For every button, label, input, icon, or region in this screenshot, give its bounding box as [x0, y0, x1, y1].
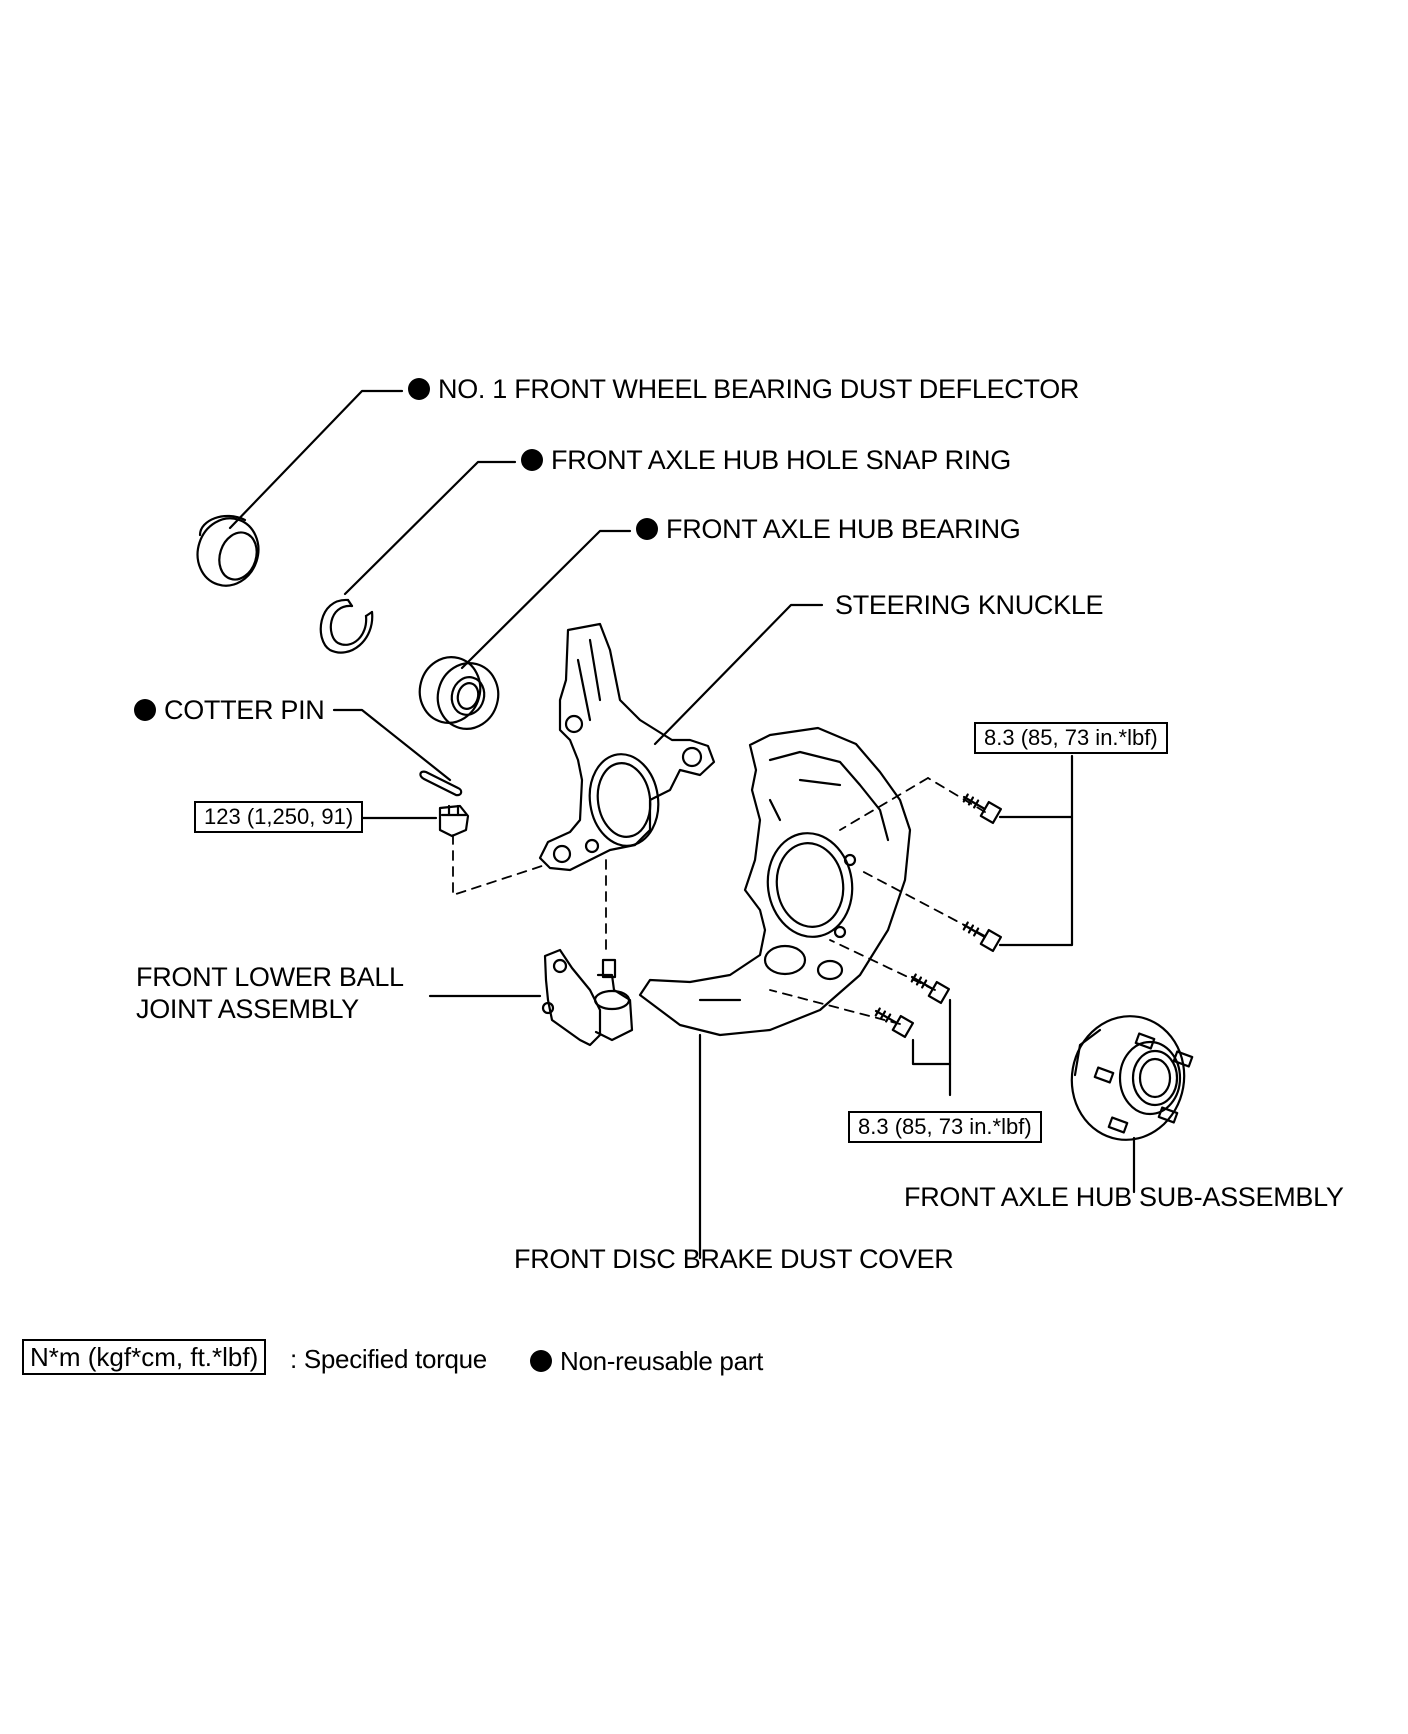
ball-joint-part — [541, 948, 634, 1047]
legend-torque-text: : Specified torque — [290, 1344, 487, 1374]
axle-hub-part — [1070, 1015, 1194, 1141]
dust-deflector-part — [196, 515, 260, 587]
nonreusable-dot-icon — [636, 518, 658, 540]
torque-lower-bolts: 8.3 (85, 73 in.*lbf) — [848, 1111, 1042, 1143]
label-cotter-pin: COTTER PIN — [134, 694, 325, 726]
leader-lines — [228, 389, 1136, 1260]
legend-torque-unit: N*m (kgf*cm, ft.*lbf) — [22, 1339, 267, 1375]
label-snap-ring: FRONT AXLE HUB HOLE SNAP RING — [521, 444, 1011, 476]
cotter-pin-part — [419, 770, 463, 797]
nonreusable-dot-icon — [134, 699, 156, 721]
label-steering-knuckle: STEERING KNUCKLE — [835, 590, 1104, 620]
torque-upper-bolts: 8.3 (85, 73 in.*lbf) — [974, 722, 1168, 754]
castle-nut-part — [438, 804, 470, 838]
snap-ring-part — [319, 598, 374, 654]
torque-nut: 123 (1,250, 91) — [194, 801, 364, 833]
nonreusable-dot-icon — [530, 1350, 552, 1372]
nonreusable-dot-icon — [408, 378, 430, 400]
nonreusable-dot-icon — [521, 449, 543, 471]
label-hub-bearing: FRONT AXLE HUB BEARING — [636, 513, 1021, 545]
label-axle-hub: FRONT AXLE HUB SUB-ASSEMBLY — [904, 1182, 1344, 1212]
dust-cover-part — [638, 726, 912, 1037]
label-dust-deflector: NO. 1 FRONT WHEEL BEARING DUST DEFLECTOR — [408, 373, 1079, 405]
steering-knuckle-part — [538, 622, 716, 872]
hub-bearing-part — [418, 656, 500, 730]
dust-cover-bolts — [874, 793, 1003, 1039]
label-dust-cover: FRONT DISC BRAKE DUST COVER — [514, 1244, 954, 1274]
legend-nonreusable: Non-reusable part — [530, 1345, 763, 1377]
